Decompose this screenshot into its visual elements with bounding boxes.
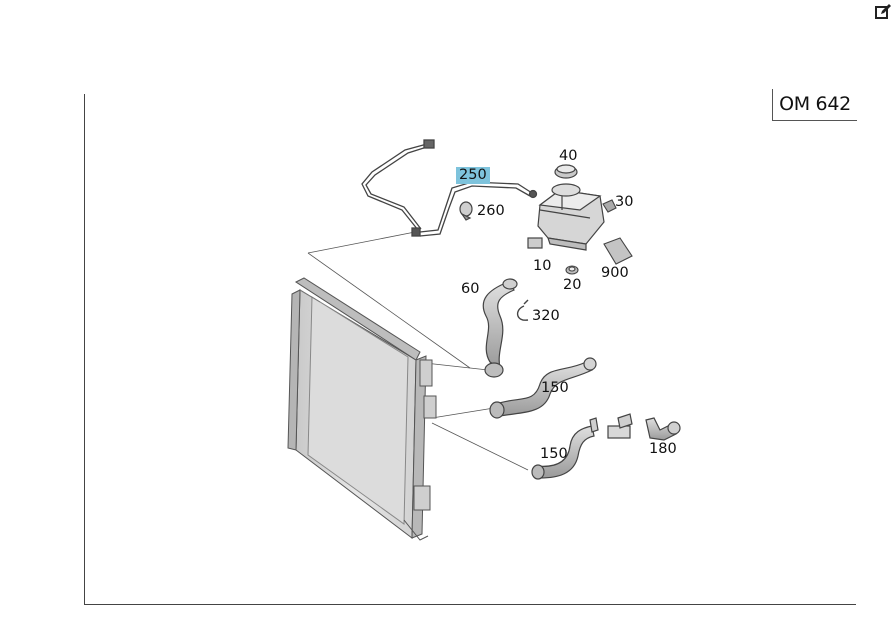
expansion-tank-part bbox=[527, 189, 605, 251]
pipe-250-part bbox=[361, 139, 538, 237]
cap-40-part bbox=[551, 164, 581, 197]
edit-icon[interactable] bbox=[873, 2, 893, 22]
part-label-150-upper[interactable]: 150 bbox=[541, 380, 569, 396]
part-label-150-lower[interactable]: 150 bbox=[540, 446, 568, 462]
clamp-260-part bbox=[459, 201, 473, 221]
part-label-180[interactable]: 180 bbox=[649, 441, 677, 457]
bracket-900-part bbox=[603, 237, 633, 265]
clamp-320-part bbox=[517, 299, 529, 321]
part-label-60[interactable]: 60 bbox=[461, 281, 480, 297]
radiator-part bbox=[287, 277, 437, 541]
clip-30-part bbox=[602, 199, 617, 213]
part-label-40[interactable]: 40 bbox=[559, 148, 578, 164]
part-label-900[interactable]: 900 bbox=[601, 265, 629, 281]
part-label-20[interactable]: 20 bbox=[563, 277, 582, 293]
hose-150-upper-part bbox=[489, 357, 597, 419]
part-label-30[interactable]: 30 bbox=[615, 194, 634, 210]
diagram-frame-bottom bbox=[84, 604, 856, 605]
part-label-250[interactable]: 250 bbox=[456, 167, 490, 184]
engine-code-label: OM 642 bbox=[772, 89, 857, 121]
part-label-260[interactable]: 260 bbox=[477, 203, 505, 219]
diagram-frame-left bbox=[84, 94, 85, 605]
hose-60-part bbox=[482, 278, 518, 378]
hose-180-part bbox=[607, 413, 681, 441]
seal-20-part bbox=[565, 265, 579, 275]
leader-lines bbox=[307, 231, 529, 471]
part-label-320[interactable]: 320 bbox=[532, 308, 560, 324]
part-label-10[interactable]: 10 bbox=[533, 258, 552, 274]
hose-150-lower-part bbox=[531, 417, 599, 480]
